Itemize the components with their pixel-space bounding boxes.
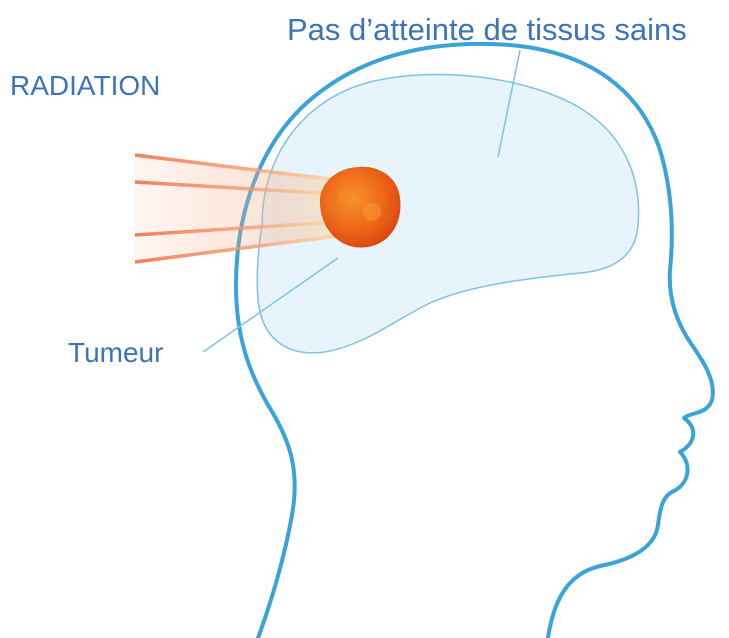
tumor-highlight: [338, 189, 352, 203]
tumor-highlight: [363, 203, 381, 221]
radiation-label: RADIATION: [10, 72, 160, 100]
healthy-tissue-label: Pas d’atteinte de tissus sains: [287, 14, 687, 45]
tumor-label: Tumeur: [68, 339, 163, 367]
